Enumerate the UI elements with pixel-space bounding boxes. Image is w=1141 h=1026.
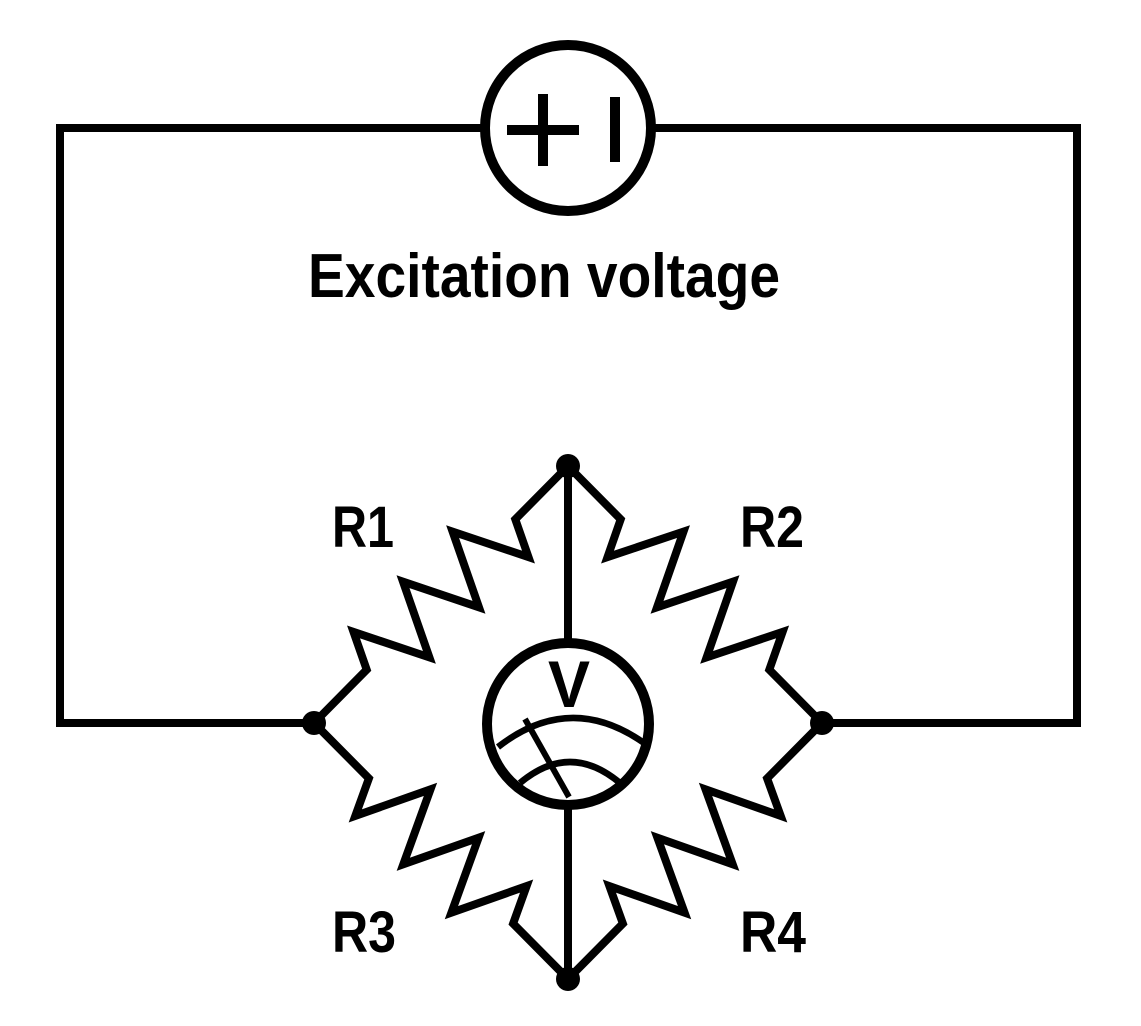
resistor-r3-zigzag [311,720,571,982]
meter-scale-arc-outer [496,714,646,750]
resistor-r1-zigzag [311,463,571,726]
resistor-r4-label: R4 [740,900,806,965]
voltmeter-label: V [548,647,590,721]
voltmeter-symbol: V [482,638,654,810]
resistor-r2-label: R2 [740,495,804,560]
node-right-dot [810,711,834,735]
resistor-r2-zigzag [565,463,825,726]
voltage-source-symbol [480,40,656,216]
resistor-r4-zigzag [565,720,825,982]
node-bottom-dot [556,967,580,991]
voltmeter-circle [482,638,654,810]
meter-needle [522,717,572,799]
excitation-voltage-label: Excitation voltage [308,242,780,311]
plus-terminal-icon [507,94,579,166]
resistor-r3-label: R3 [332,900,396,965]
node-left-dot [302,711,326,735]
resistor-r1-label: R1 [332,495,394,560]
node-top-dot [556,454,580,478]
meter-scale-arc-inner [517,758,623,786]
